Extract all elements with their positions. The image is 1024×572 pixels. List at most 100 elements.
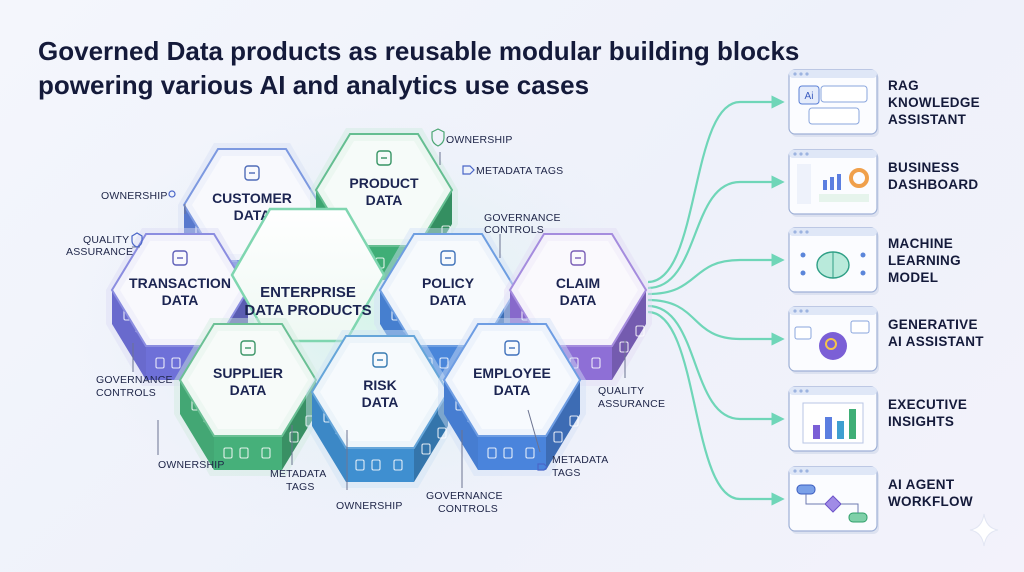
annotation-icons xyxy=(131,128,548,471)
data-block-icon xyxy=(371,459,381,471)
data-block-icon xyxy=(289,431,299,443)
ownership-label-top: OWNERSHIP xyxy=(446,134,513,146)
claim-label-line-2: DATA xyxy=(560,292,597,308)
connector-line xyxy=(647,253,785,296)
dashboard-label-line-2: DASHBOARD xyxy=(888,177,978,192)
agent-label-line-2: WORKFLOW xyxy=(888,494,973,509)
chat-ai-icon: Ai xyxy=(798,85,868,125)
claim-icon xyxy=(570,250,586,266)
rag-use-case: Ai RAG KNOWLEDGE ASSISTANT xyxy=(788,69,980,137)
rag-label-line-3: ASSISTANT xyxy=(888,112,967,127)
data-block-icon xyxy=(171,357,181,369)
center-label-line-2: DATA PRODUCTS xyxy=(244,302,371,319)
data-block-icon xyxy=(553,431,563,443)
metadata-label-bottom-2: TAGS xyxy=(286,481,315,493)
transaction-label-line-1: TRANSACTION xyxy=(129,275,231,291)
connector-lines xyxy=(647,95,785,506)
risk-label-line-1: RISK xyxy=(363,377,396,393)
customer-label-line-1: CUSTOMER xyxy=(212,190,292,206)
hex-cluster: CUSTOMERDATAPRODUCTDATATRANSACTIONDATAPO… xyxy=(106,128,652,488)
supplier-label-line-1: SUPPLIER xyxy=(213,365,283,381)
people-icon xyxy=(504,340,520,356)
quality-label-left-1: QUALITY xyxy=(83,234,129,246)
quality-label-right-2: ASSURANCE xyxy=(598,398,665,410)
genai-label-line-2: AI ASSISTANT xyxy=(888,334,984,349)
rag-label-line-2: KNOWLEDGE xyxy=(888,95,980,110)
governance-label-top-2: CONTROLS xyxy=(484,224,544,236)
rag-label-line-1: RAG xyxy=(888,78,919,93)
agent-label-line-1: AI AGENT xyxy=(888,477,955,492)
policy-label-line-2: DATA xyxy=(430,292,467,308)
policy-label-line-1: POLICY xyxy=(422,275,475,291)
shield-icon xyxy=(431,128,445,147)
page-title: Governed Data products as reusable modul… xyxy=(38,34,858,102)
user-icon xyxy=(168,190,176,198)
exec-use-case: EXECUTIVE INSIGHTS xyxy=(788,386,967,454)
handshake-icon xyxy=(240,340,256,356)
governance-label-left-1: GOVERNANCE xyxy=(96,374,173,386)
metadata-label-top: METADATA TAGS xyxy=(476,165,563,177)
data-block-icon xyxy=(261,447,271,459)
ml-label-line-3: MODEL xyxy=(888,270,938,285)
data-block-icon xyxy=(635,325,645,337)
connector-line xyxy=(647,298,785,346)
bar-chart-icon xyxy=(802,402,864,444)
ownership-label-left: OWNERSHIP xyxy=(101,190,168,202)
brain-icon xyxy=(800,251,866,279)
connector-line xyxy=(647,304,785,426)
metadata-label-bottom-right-2: TAGS xyxy=(552,467,581,479)
connector-line xyxy=(647,95,785,284)
dashboard-icon xyxy=(797,164,869,204)
metadata-label-bottom-right-1: METADATA xyxy=(552,454,608,466)
data-block-icon xyxy=(619,341,629,353)
document-icon xyxy=(440,250,456,266)
supplier-label-line-2: DATA xyxy=(230,382,267,398)
risk-label-line-2: DATA xyxy=(362,394,399,410)
genai-label-line-1: GENERATIVE xyxy=(888,317,978,332)
annotation-labels: OWNERSHIP METADATA TAGS OWNERSHIP QUALIT… xyxy=(66,134,665,515)
center-label-line-1: ENTERPRISE xyxy=(260,284,356,301)
title-line-1: Governed Data products as reusable modul… xyxy=(38,36,800,66)
exec-label-line-2: INSIGHTS xyxy=(888,414,954,429)
data-block-icon xyxy=(393,459,403,471)
shield-icon xyxy=(131,232,143,248)
data-block-icon xyxy=(569,415,579,427)
employee-label-line-1: EMPLOYEE xyxy=(473,365,551,381)
box-icon xyxy=(376,150,392,166)
product-label-line-1: PRODUCT xyxy=(349,175,419,191)
title-line-2: powering various AI and analytics use ca… xyxy=(38,70,590,100)
genai-use-case: GENERATIVE AI ASSISTANT xyxy=(788,306,984,374)
tag-icon xyxy=(462,165,475,175)
exec-label-line-1: EXECUTIVE xyxy=(888,397,967,412)
ai-head-icon xyxy=(794,320,870,360)
connector-line xyxy=(647,310,785,506)
data-block-icon xyxy=(421,443,431,455)
data-block-icon xyxy=(439,357,449,369)
shield-icon xyxy=(372,352,388,368)
quality-label-left-2: ASSURANCE xyxy=(66,246,133,258)
data-block-icon xyxy=(503,447,513,459)
user-icon xyxy=(244,165,260,181)
governance-label-top-1: GOVERNANCE xyxy=(484,212,561,224)
data-block-icon xyxy=(239,447,249,459)
governance-label-left-2: CONTROLS xyxy=(96,387,156,399)
governance-label-bottom-1: GOVERNANCE xyxy=(426,490,503,502)
employee-label-line-2: DATA xyxy=(494,382,531,398)
agent-use-case: AI AGENT WORKFLOW xyxy=(788,466,973,534)
ownership-label-bottom-left: OWNERSHIP xyxy=(158,459,225,471)
data-block-icon xyxy=(591,357,601,369)
data-block-icon xyxy=(525,447,535,459)
tag-icon xyxy=(537,463,548,471)
data-block-icon xyxy=(155,357,165,369)
data-block-icon xyxy=(437,427,447,439)
data-block-icon xyxy=(487,447,497,459)
annotations xyxy=(132,152,626,490)
data-block-icon xyxy=(223,447,233,459)
connector-line xyxy=(647,175,785,290)
